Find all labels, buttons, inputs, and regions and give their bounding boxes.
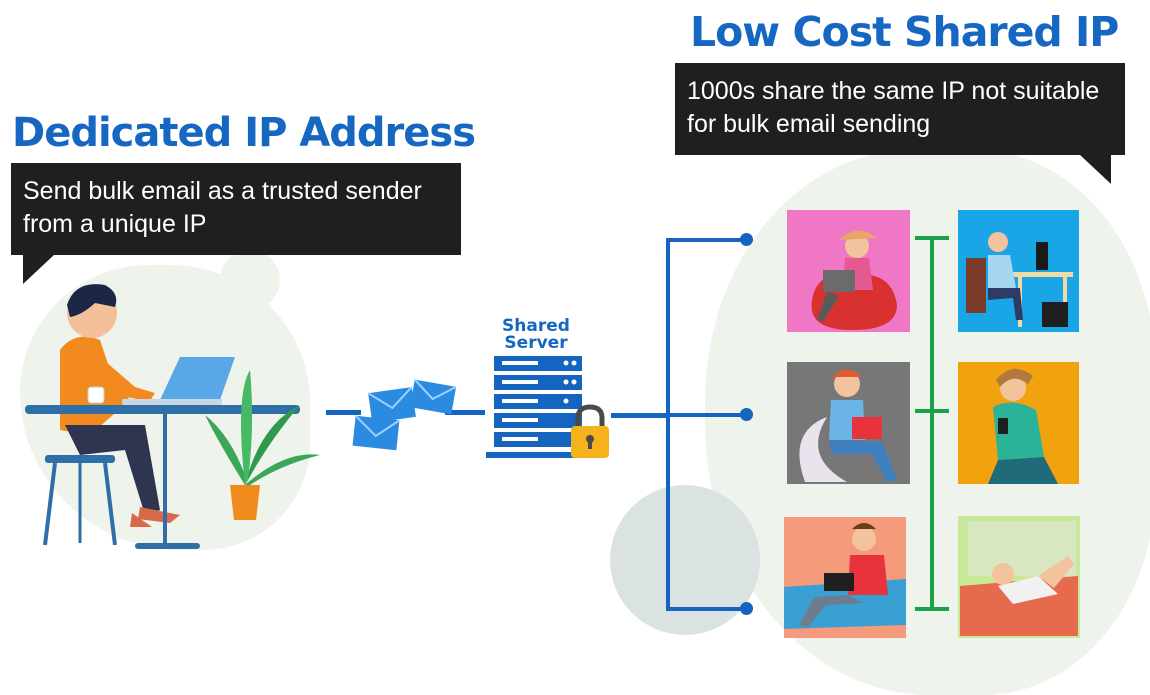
- connector-branch-top: [666, 238, 746, 242]
- connector-line-left: [326, 410, 361, 415]
- user-tile-man-on-sofa: [784, 517, 906, 638]
- user-tile-man-at-desk: [958, 210, 1079, 332]
- connector-branch-bottom: [666, 607, 746, 611]
- user-tile-person-with-phone: [958, 362, 1079, 484]
- shared-title: Low Cost Shared IP: [690, 8, 1119, 56]
- connector-trunk: [666, 238, 670, 611]
- green-connector-top: [915, 236, 949, 240]
- shared-server-label-line2: Server: [504, 333, 568, 353]
- connector-dot-bottom: [740, 602, 753, 615]
- dedicated-description-bubble: Send bulk email as a trusted sender from…: [11, 163, 461, 284]
- shared-description-line2: for bulk email sending: [687, 110, 931, 138]
- bubble-tail: [1079, 154, 1111, 184]
- server-icon: [486, 356, 590, 458]
- man-on-sofa-illustration: [784, 523, 906, 629]
- background-blob-left-small: [220, 250, 280, 310]
- dedicated-title: Dedicated IP Address: [12, 110, 476, 156]
- shared-description-bubble: 1000s share the same IP not suitable for…: [675, 63, 1125, 184]
- connector-branch-middle: [666, 413, 746, 417]
- green-connector-vertical: [930, 237, 934, 609]
- dedicated-description-line1: Send bulk email as a trusted sender: [23, 177, 422, 205]
- woman-on-beanbag-illustration: [811, 230, 897, 330]
- user-tile-woman-on-beanbag: [787, 210, 910, 332]
- shared-description-line1: 1000s share the same IP not suitable: [687, 77, 1100, 105]
- background-blob-right-dark: [610, 485, 760, 635]
- user-tile-woman-reclining: [958, 516, 1080, 638]
- dedicated-user-illustration: [25, 284, 320, 549]
- padlock-icon: [571, 404, 609, 458]
- person-with-phone-illustration: [988, 368, 1058, 484]
- connector-dot-top: [740, 233, 753, 246]
- shared-server-label: Shared Server: [490, 318, 582, 352]
- green-connector-bottom: [915, 607, 949, 611]
- connector-line-middle: [445, 410, 485, 415]
- email-envelopes-icon: [352, 378, 457, 451]
- connector-dot-middle: [740, 408, 753, 421]
- dedicated-description-line2: from a unique IP: [23, 210, 207, 238]
- user-tile-man-in-chair-laptop: [787, 362, 910, 484]
- bubble-tail: [23, 254, 55, 284]
- woman-reclining-illustration: [960, 521, 1078, 636]
- man-at-desk-illustration: [966, 232, 1073, 327]
- connector-line-server-out: [611, 413, 668, 418]
- shared-server-label-line1: Shared: [502, 316, 570, 336]
- green-connector-middle: [915, 409, 949, 413]
- man-in-chair-laptop-illustration: [799, 369, 897, 482]
- background-blob-right: [705, 150, 1150, 695]
